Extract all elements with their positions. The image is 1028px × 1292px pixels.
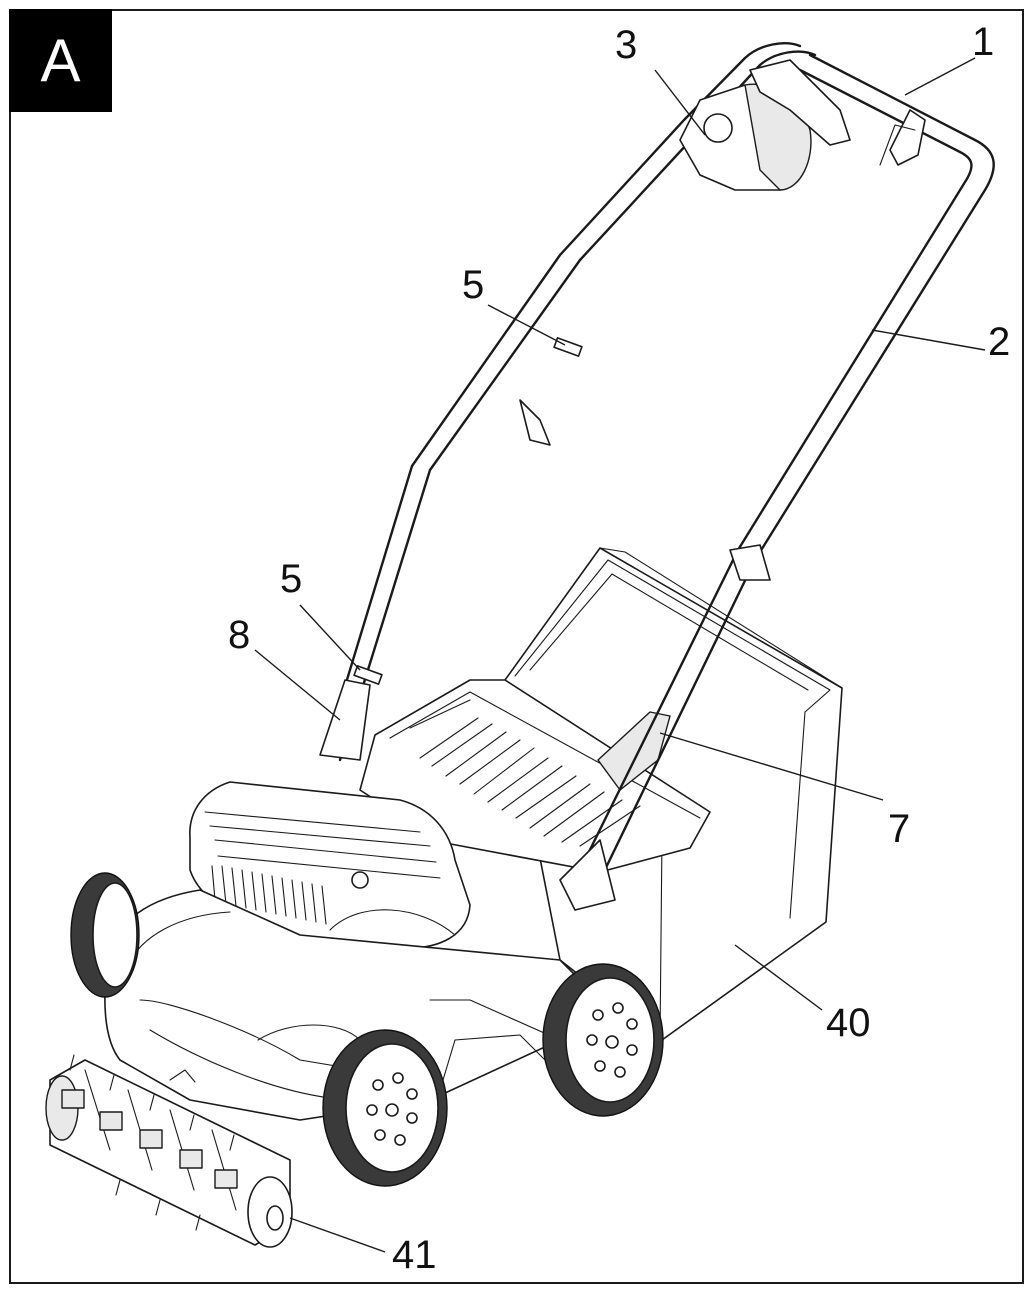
aerator-roller xyxy=(45,1054,293,1248)
callout-2: 2 xyxy=(988,320,1010,364)
callout-8: 8 xyxy=(228,613,250,657)
callout-3: 3 xyxy=(615,23,637,67)
leader-5b xyxy=(299,604,361,671)
wheel-rear-left xyxy=(70,872,140,998)
callout-labels: 1 2 3 5 5 7 8 40 41 xyxy=(228,20,1010,1277)
leader-5a xyxy=(487,304,566,346)
leader-40 xyxy=(734,944,823,1011)
cable-strain-relief xyxy=(879,109,926,166)
motor-housing xyxy=(189,781,471,949)
callout-40: 40 xyxy=(826,1001,871,1045)
leader-3 xyxy=(654,69,706,136)
callout-5-lower: 5 xyxy=(280,557,302,601)
leader-8 xyxy=(254,649,341,721)
figure-badge: A xyxy=(9,9,112,112)
wheel-front-right xyxy=(542,963,664,1117)
wheel-front-left xyxy=(322,1029,448,1187)
callout-1: 1 xyxy=(972,20,994,64)
callout-7: 7 xyxy=(888,807,910,851)
leader-lines xyxy=(254,57,986,1253)
switch-box xyxy=(679,59,851,191)
leader-7 xyxy=(659,732,884,801)
figure-frame xyxy=(9,9,1024,1284)
leader-41 xyxy=(289,1217,386,1253)
callout-41: 41 xyxy=(392,1233,437,1277)
leader-1 xyxy=(904,57,976,96)
push-handle xyxy=(319,42,995,911)
leader-2 xyxy=(871,329,986,351)
callout-5-upper: 5 xyxy=(462,263,484,307)
